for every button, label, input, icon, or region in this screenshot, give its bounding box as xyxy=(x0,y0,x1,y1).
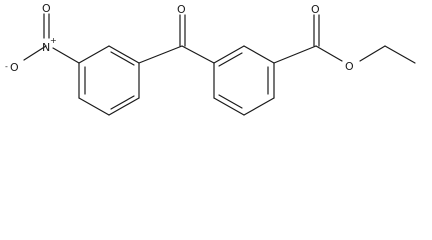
bond xyxy=(181,45,215,64)
bond xyxy=(78,97,110,116)
nitro-group: N + O - O xyxy=(5,2,80,74)
aromatic-double-bond xyxy=(218,52,243,67)
aromatic-double-bond xyxy=(218,94,243,109)
aromatic-double-bond xyxy=(110,51,135,66)
bond xyxy=(213,45,245,64)
bond xyxy=(138,45,183,64)
ester-ether-oxygen-label: O xyxy=(345,60,354,73)
bond xyxy=(108,97,140,116)
bond xyxy=(23,45,47,61)
nitro-nitrogen-charge: + xyxy=(50,36,57,45)
bond xyxy=(52,47,80,64)
bond xyxy=(359,45,386,62)
benzoate-ring xyxy=(213,45,275,116)
ethyl-ester-group: O O xyxy=(273,3,416,73)
bond xyxy=(243,97,275,116)
bond xyxy=(384,45,416,64)
bond xyxy=(213,97,245,116)
bond xyxy=(273,45,317,64)
nitro-oxygen-double-label: O xyxy=(42,2,51,15)
aromatic-double-bond xyxy=(110,95,135,110)
nitro-nitrogen-label: N xyxy=(42,41,50,54)
chemical-structure-diagram: N + O - O O O O xyxy=(5,2,416,116)
ester-carbonyl-oxygen-label: O xyxy=(311,3,320,16)
bond xyxy=(78,45,110,64)
ketone-oxygen-label: O xyxy=(177,3,186,16)
bond xyxy=(315,45,343,62)
nitro-oxygen-minus-label: O xyxy=(10,61,19,74)
bond xyxy=(108,45,140,64)
ketone-group: O xyxy=(138,3,215,64)
nitro-oxygen-minus-charge: - xyxy=(5,62,8,71)
nitrophenyl-ring xyxy=(78,45,140,116)
bond xyxy=(243,45,275,64)
